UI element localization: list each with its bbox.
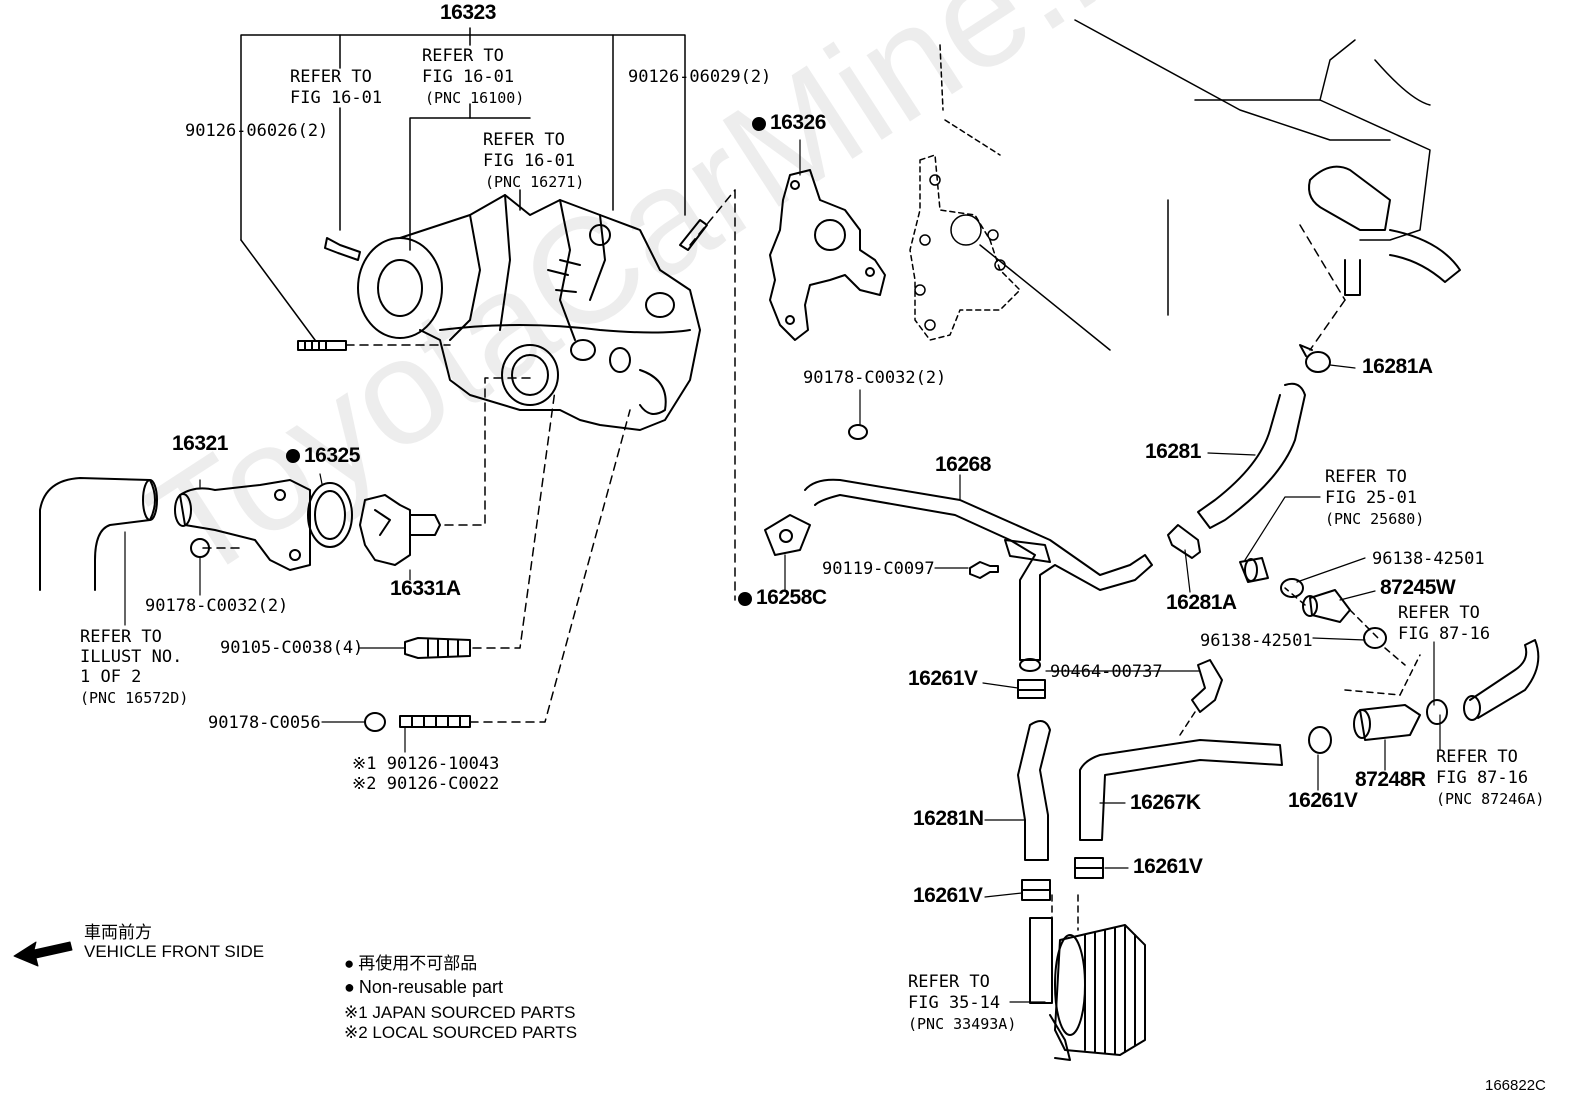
label-90105-C0038: 90105-C0038(4) [220,638,364,658]
clamp-16281A-top [1299,344,1331,373]
label-ref1601-c: REFER TO [483,130,565,150]
label-ref-illust-2: ILLUST NO. [80,647,183,667]
clamps-16261V-cd [1021,857,1104,931]
hose-16572D [39,477,158,591]
label-16261V-b: 16261V [1133,855,1203,878]
legend-local-sourced: ※2 LOCAL SOURCED PARTS [344,1023,578,1042]
label-87248R: 87248R [1355,768,1426,791]
label-16268: 16268 [935,453,991,476]
label-ref3514-3: (PNC 33493A) [908,1015,1017,1033]
label-ref2501-2: FIG 25-01 [1325,488,1418,508]
label-16267K: 16267K [1130,791,1201,814]
clamp-16261V-a [1017,679,1046,699]
gasket-16258C [764,514,811,556]
bolt-90119-C0097 [969,561,999,579]
label-ref2501-1: REFER TO [1325,467,1407,487]
label-16331A: 16331A [390,577,461,600]
label-90126-06026: 90126-06026(2) [185,121,329,141]
bracket-16323 [240,27,686,341]
label-16325: 16325 [304,444,360,467]
label-ref8716-b3: (PNC 87246A) [1436,790,1545,808]
label-16261V-a: 16261V [908,667,978,690]
label-ref8716-a2: FIG 87-16 [1398,624,1491,644]
nonreusable-markers [286,117,766,606]
label-ref3514-2: FIG 35-14 [908,993,1001,1013]
pipe-25-01 [1239,557,1269,583]
label-16261V-d: 16261V [1288,789,1358,812]
label-16281A-mid: 16281A [1166,591,1237,614]
label-90126-C0022: ※2 90126-C0022 [352,774,500,794]
label-90178-C0032-a: 90178-C0032(2) [145,596,289,616]
label-ref3514-1: REFER TO [908,972,990,992]
bolts-left [364,637,471,732]
leader-lines [124,139,1441,1003]
legend-nonreusable-en: Non-reusable part [344,976,503,998]
label-ref-illust-4: (PNC 16572D) [80,689,189,707]
label-96138-42501-b: 96138-42501 [1200,631,1313,651]
label-ref1601-b2: FIG 16-01 [422,67,515,87]
label-ref8716-b1: REFER TO [1436,747,1518,767]
label-ref2501-3: (PNC 25680) [1325,510,1425,528]
label-ref1601-a: REFER TO [290,67,372,87]
label-ref1601-b: REFER TO [422,46,504,66]
label-16258C: 16258C [756,586,827,609]
label-90126-06029: 90126-06029(2) [628,67,772,87]
label-ref1601-a2: FIG 16-01 [290,88,383,108]
legend-nonreusable-jp: 再使用不可部品 [344,953,477,975]
pipe-16268 [804,478,1153,672]
figure-code: 166822C [1485,1077,1546,1094]
label-90464-00737: 90464-00737 [1050,662,1163,682]
direction-jp: 車両前方 [84,923,152,942]
outlet-16321 [174,479,311,571]
label-90178-C0032-b: 90178-C0032(2) [803,368,947,388]
label-96138-42501-a: 96138-42501 [1372,549,1485,569]
label-16326: 16326 [770,111,826,134]
gasket-16326 [769,169,886,341]
label-ref1601-c3: (PNC 16271) [485,173,585,191]
nut-90178-C0032-b [848,424,868,440]
label-ref-illust-3: 1 OF 2 [80,667,142,687]
label-87245W: 87245W [1380,576,1456,599]
label-90126-10043: ※1 90126-10043 [352,754,500,774]
hose-87245W [1280,578,1387,649]
outlet-hose-top [1299,165,1461,351]
label-16321: 16321 [172,432,228,455]
label-16281: 16281 [1145,440,1201,463]
clamp-16281A-mid [1167,524,1201,559]
label-ref1601-c2: FIG 16-01 [483,151,576,171]
water-pump-housing [357,194,701,431]
hose-16267K [1079,739,1283,841]
legend-japan-sourced: ※1 JAPAN SOURCED PARTS [344,1003,576,1022]
label-16281N: 16281N [913,807,984,830]
oil-cooler [1029,917,1146,1061]
valve-87248R [1308,654,1421,754]
label-90119-C0097: 90119-C0097 [822,559,935,579]
label-ref1601-b3: (PNC 16100) [425,89,525,107]
engine-block [909,19,1431,351]
label-16281A-top: 16281A [1362,355,1433,378]
hose-16281 [1197,382,1306,529]
ring-16325 [307,482,353,548]
thermostat-16331A [359,494,441,566]
label-ref8716-b2: FIG 87-16 [1436,768,1529,788]
direction-en: VEHICLE FRONT SIDE [84,942,265,961]
label-ref8716-a1: REFER TO [1398,603,1480,623]
vehicle-front-arrow [13,941,73,967]
label-90178-C0056: 90178-C0056 [208,713,321,733]
label-ref-illust-1: REFER TO [80,627,162,647]
label-16323: 16323 [440,1,496,24]
clip-90464-00737 [1179,659,1223,736]
label-16261V-c: 16261V [913,884,983,907]
hose-87-16 [1426,639,1540,725]
dashed-guides-right [1051,587,1406,919]
hose-16281N [1017,720,1051,861]
